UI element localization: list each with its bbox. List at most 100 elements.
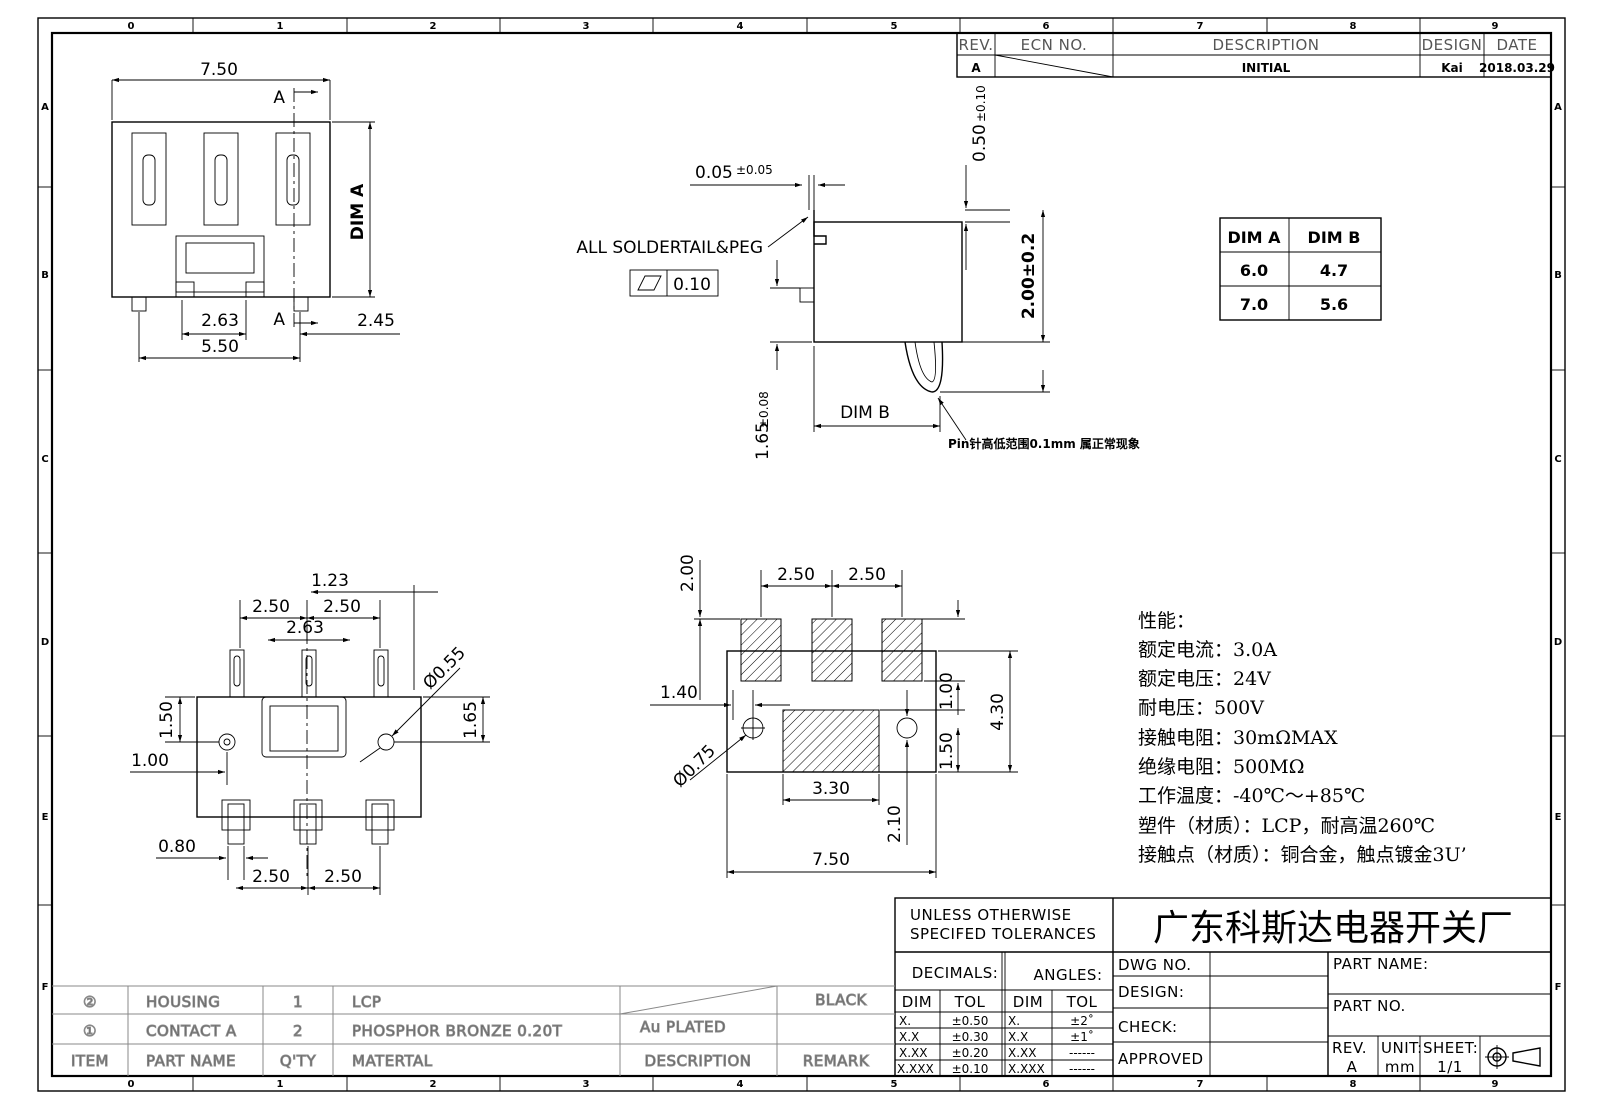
tol-col-header: TOL	[1066, 993, 1098, 1011]
pcb-w330: 3.30	[812, 779, 850, 799]
grid-col-label: 1	[277, 21, 284, 32]
soldertail-note: ALL SOLDERTAIL&PEG	[576, 238, 763, 258]
bom-material: LCP	[352, 993, 381, 1011]
spec-line: 额定电流：3.0A	[1138, 639, 1277, 661]
pcb-diameter: Ø0.75	[669, 741, 719, 791]
specifications: 性能： 额定电流：3.0A 额定电压：24V 耐电压：500V 接触电阻：30m…	[1138, 610, 1467, 866]
dwg-no-label: DWG NO.	[1118, 956, 1191, 974]
top-width-dim: 7.50	[200, 60, 238, 80]
bv-diameter: Ø0.55	[419, 643, 469, 693]
company-name: 广东科斯达电器开关厂	[1153, 908, 1513, 949]
bom-item: ①	[83, 1022, 97, 1040]
spec-line: 接触电阻：30mΩMAX	[1138, 727, 1338, 749]
pcb-h100: 1.00	[937, 672, 957, 710]
bv-dim-11: 2.50	[324, 867, 362, 887]
dim-table-cell: 6.0	[1240, 261, 1268, 280]
pcb-pitch-1: 2.50	[777, 565, 815, 585]
ang-row-tol: ±2˚	[1070, 1013, 1094, 1028]
bom-header-remark: REMARK	[803, 1052, 870, 1070]
height-dim: 2.00±0.2	[1019, 233, 1039, 319]
flatness-value: 0.10	[673, 275, 711, 295]
design-header: DESIGN	[1422, 36, 1483, 54]
grid-row-label: F	[1555, 982, 1562, 993]
title-block: UNLESS OTHERWISE SPECIFED TOLERANCES 广东科…	[894, 897, 1552, 1077]
part-no-label: PART NO.	[1333, 997, 1406, 1015]
tol-col-header: TOL	[954, 993, 986, 1011]
bv-dim-9: 0.80	[158, 837, 196, 857]
grid-col-label: 6	[1043, 21, 1050, 32]
grid-row-label: D	[41, 637, 49, 648]
pin-length-tol: ±0.08	[757, 391, 771, 428]
dec-row-tol: ±0.30	[952, 1030, 989, 1044]
check-label: CHECK:	[1118, 1018, 1178, 1036]
bom-qty: 1	[293, 993, 303, 1011]
grid-row-label: E	[42, 812, 49, 823]
unit-value: mm	[1385, 1058, 1415, 1076]
dim-table: DIM A DIM B 6.0 4.7 7.0 5.6	[1219, 217, 1382, 321]
grid-col-label: 5	[891, 1079, 898, 1090]
grid-row-label: C	[1554, 454, 1561, 465]
bv-dim-7: 1.65	[461, 701, 481, 739]
pcb-h210: 2.10	[885, 805, 905, 843]
top-pitch-dim: 2.63	[201, 311, 239, 331]
grid-col-label: 4	[737, 21, 744, 32]
description-value: INITIAL	[1242, 61, 1291, 75]
grid-col-label: 7	[1197, 21, 1204, 32]
grid-row-label: A	[41, 102, 49, 113]
grid-col-label: 5	[891, 21, 898, 32]
decimals-label: DECIMALS:	[912, 964, 999, 982]
peg-dim: 0.05	[695, 163, 733, 183]
dec-row-dim: X.	[899, 1014, 911, 1028]
bv-dim-3: 2.50	[323, 597, 361, 617]
bottom-view: 1.23 2.50 2.50 2.63 Ø0.55 1.50 1.65 1.00…	[130, 571, 490, 895]
bom-name: HOUSING	[146, 993, 220, 1011]
bom-header-qty: Q'TY	[280, 1052, 317, 1070]
grid-col-label: 2	[430, 1079, 437, 1090]
dim-table-cell: 4.7	[1320, 261, 1348, 280]
unit-label: UNIT:	[1381, 1039, 1423, 1057]
grid-row-label: D	[1554, 637, 1562, 648]
bv-dim-10: 2.50	[252, 867, 290, 887]
grid-col-label: 0	[128, 1079, 135, 1090]
pcb-layout: 2.50 2.50 2.00 1.00 4.30 1.50 1.40 Ø0.75…	[650, 554, 1018, 878]
pcb-h430: 4.30	[988, 693, 1008, 731]
bv-dim-8: 1.00	[131, 751, 169, 771]
dim-col-header: DIM	[1013, 993, 1043, 1011]
bom-description: Au PLATED	[640, 1018, 726, 1036]
dec-row-dim: X.X	[899, 1030, 919, 1044]
flatness-icon	[637, 275, 662, 291]
grid-row-label: C	[41, 454, 48, 465]
ang-row-dim: X.	[1008, 1014, 1020, 1028]
grid-col-label: 3	[583, 1079, 590, 1090]
grid-row-label: B	[41, 270, 49, 281]
bom-name: CONTACT A	[146, 1022, 237, 1040]
sheet-value: 1/1	[1437, 1058, 1463, 1076]
grid-row-label: A	[1554, 102, 1562, 113]
revision-table: REV. ECN NO. DESCRIPTION DESIGN DATE A I…	[956, 32, 1555, 78]
bom-header-description: DESCRIPTION	[644, 1052, 751, 1070]
grid-col-label: 9	[1492, 21, 1499, 32]
ang-row-dim: X.X	[1008, 1030, 1028, 1044]
ang-row-dim: X.XXX	[1008, 1062, 1045, 1076]
spec-line: 接触点（材质）：铜合金，触点镀金3U’	[1138, 844, 1467, 866]
grid-col-label: 8	[1350, 21, 1357, 32]
ang-row-dim: X.XX	[1008, 1046, 1036, 1060]
dim-table-cell: 5.6	[1320, 295, 1348, 314]
grid-col-label: 1	[277, 1079, 284, 1090]
bom-material: PHOSPHOR BRONZE 0.20T	[352, 1022, 563, 1040]
top-gap-tol: ±0.10	[974, 85, 988, 122]
dec-row-tol: ±0.50	[952, 1014, 989, 1028]
ang-row-tol: ------	[1069, 1062, 1095, 1076]
dim-table-header-a: DIM A	[1227, 228, 1281, 247]
dec-row-tol: ±0.20	[952, 1046, 989, 1060]
top-gap-dim: 0.50	[970, 124, 990, 162]
description-header: DESCRIPTION	[1212, 36, 1319, 54]
dim-table-header-b: DIM B	[1308, 228, 1361, 247]
section-label-top: A	[273, 88, 285, 108]
approved-label: APPROVED	[1118, 1050, 1204, 1068]
spec-line: 塑件（材质）：LCP，耐高温260℃	[1138, 815, 1435, 837]
dim-a-label: DIM A	[348, 183, 368, 240]
tolerance-line-1: UNLESS OTHERWISE	[910, 906, 1072, 924]
